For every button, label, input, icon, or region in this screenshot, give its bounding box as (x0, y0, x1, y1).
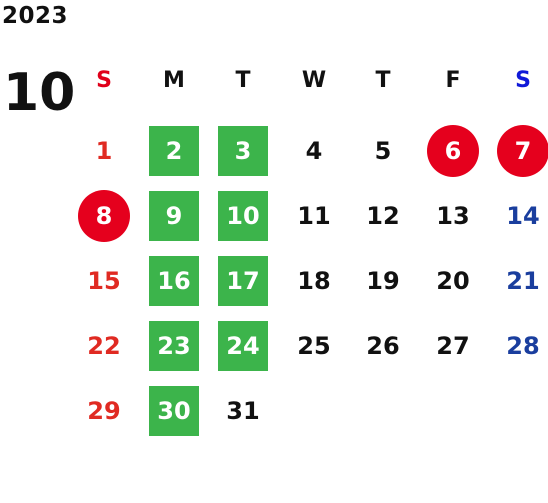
day-number: 4 (305, 137, 323, 165)
day-cell-14[interactable]: 14 (490, 183, 548, 249)
day-number: 7 (514, 137, 532, 165)
day-number: 14 (506, 202, 540, 230)
day-number: 21 (506, 267, 540, 295)
day-number: 24 (226, 332, 260, 360)
day-number: 20 (436, 267, 470, 295)
day-cell-29[interactable]: 29 (71, 378, 137, 444)
day-number: 30 (157, 397, 191, 425)
day-cell-25[interactable]: 25 (281, 313, 347, 379)
day-number: 15 (87, 267, 121, 295)
day-number: 10 (226, 202, 260, 230)
day-cell-11[interactable]: 11 (281, 183, 347, 249)
day-number: 18 (297, 267, 331, 295)
day-number: 12 (366, 202, 400, 230)
day-number: 27 (436, 332, 470, 360)
day-cell-23[interactable]: 23 (141, 313, 207, 379)
weekday-header-sat: S (515, 67, 531, 93)
day-cell-21[interactable]: 21 (490, 248, 548, 314)
day-cell-2[interactable]: 2 (141, 118, 207, 184)
day-cell-27[interactable]: 27 (420, 313, 486, 379)
day-cell-31[interactable]: 31 (210, 378, 276, 444)
day-number: 8 (95, 202, 113, 230)
day-number: 5 (374, 137, 392, 165)
day-number: 11 (297, 202, 331, 230)
weekday-header-mon: M (163, 67, 185, 93)
day-cell-13[interactable]: 13 (420, 183, 486, 249)
day-cell-3[interactable]: 3 (210, 118, 276, 184)
day-cell-12[interactable]: 12 (350, 183, 416, 249)
day-cell-30[interactable]: 30 (141, 378, 207, 444)
day-cell-15[interactable]: 15 (71, 248, 137, 314)
day-cell-4[interactable]: 4 (281, 118, 347, 184)
day-cell-1[interactable]: 1 (71, 118, 137, 184)
weekday-header-fri: F (445, 67, 461, 93)
weekday-header-sun: S (96, 67, 112, 93)
day-cell-24[interactable]: 24 (210, 313, 276, 379)
year-label: 2023 (2, 3, 69, 29)
day-cell-6[interactable]: 6 (420, 118, 486, 184)
day-number: 17 (226, 267, 260, 295)
day-cell-17[interactable]: 17 (210, 248, 276, 314)
day-cell-22[interactable]: 22 (71, 313, 137, 379)
day-number: 29 (87, 397, 121, 425)
day-cell-8[interactable]: 8 (71, 183, 137, 249)
day-number: 3 (234, 137, 252, 165)
day-number: 1 (95, 137, 113, 165)
day-cell-18[interactable]: 18 (281, 248, 347, 314)
day-number: 2 (165, 137, 183, 165)
day-number: 9 (165, 202, 183, 230)
day-cell-20[interactable]: 20 (420, 248, 486, 314)
day-number: 13 (436, 202, 470, 230)
day-number: 26 (366, 332, 400, 360)
day-number: 22 (87, 332, 121, 360)
day-cell-16[interactable]: 16 (141, 248, 207, 314)
day-cell-26[interactable]: 26 (350, 313, 416, 379)
day-cell-7[interactable]: 7 (490, 118, 548, 184)
day-number: 25 (297, 332, 331, 360)
month-number: 10 (3, 63, 76, 123)
day-number: 16 (157, 267, 191, 295)
day-number: 28 (506, 332, 540, 360)
day-cell-10[interactable]: 10 (210, 183, 276, 249)
weekday-header-wed: W (301, 67, 327, 93)
day-cell-5[interactable]: 5 (350, 118, 416, 184)
day-cell-28[interactable]: 28 (490, 313, 548, 379)
day-number: 19 (366, 267, 400, 295)
day-number: 23 (157, 332, 191, 360)
weekday-header-tue: T (235, 67, 251, 93)
day-cell-9[interactable]: 9 (141, 183, 207, 249)
day-cell-19[interactable]: 19 (350, 248, 416, 314)
day-number: 6 (444, 137, 462, 165)
weekday-header-thu: T (375, 67, 391, 93)
day-number: 31 (226, 397, 260, 425)
